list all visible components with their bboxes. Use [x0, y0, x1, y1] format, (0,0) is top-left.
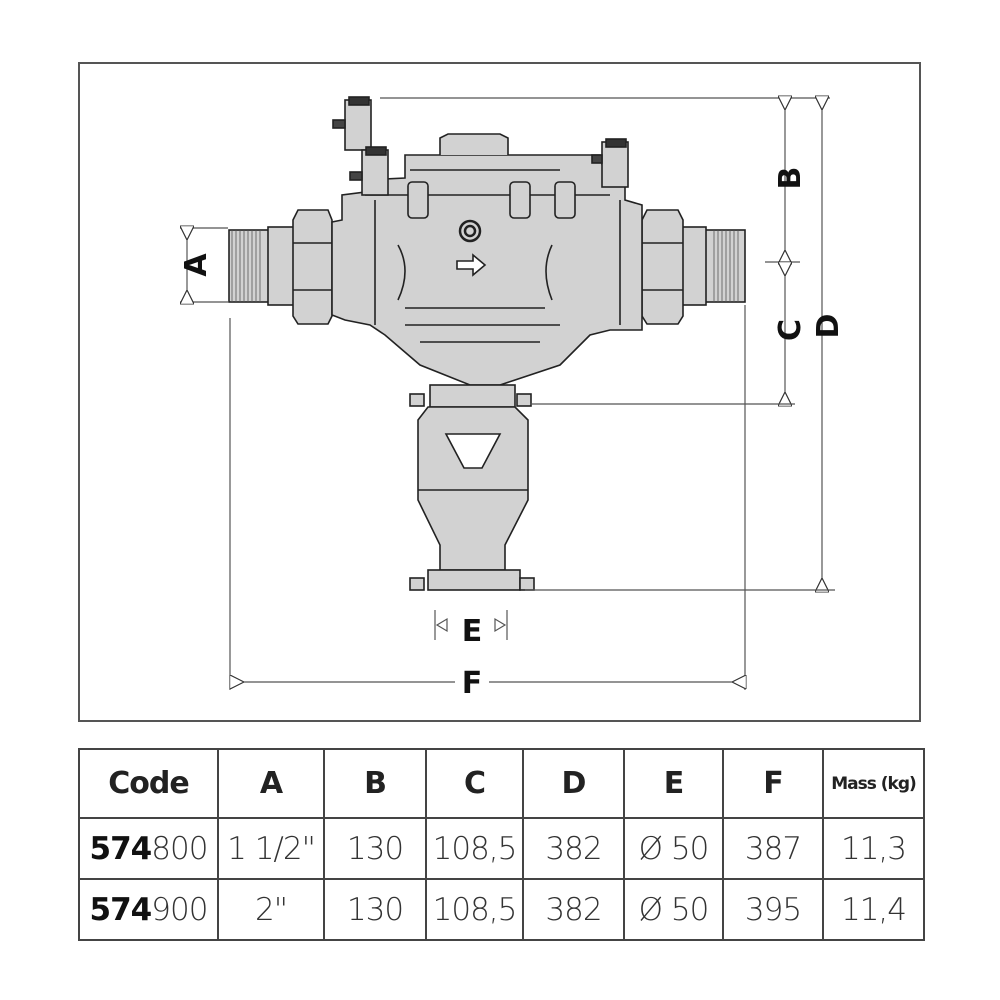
- right-thread: [704, 229, 746, 303]
- dim-label-e: E: [462, 614, 483, 649]
- code-suffix: 800: [151, 830, 208, 867]
- header-mass: Mass (kg): [822, 748, 925, 819]
- left-union-nut: [292, 209, 333, 325]
- test-cock-2: [349, 146, 389, 196]
- dim-label-f: F: [462, 666, 483, 701]
- cell-code: 574800: [78, 817, 219, 880]
- cell-f: 387: [722, 817, 824, 880]
- cell-mass: 11,4: [822, 878, 925, 941]
- cell-f: 395: [722, 878, 824, 941]
- cell-c: 108,5: [425, 878, 524, 941]
- cell-e: Ø 50: [623, 878, 724, 941]
- header-e: E: [623, 748, 724, 819]
- header-d: D: [522, 748, 625, 819]
- cell-a: 2": [217, 878, 325, 941]
- header-code: Code: [78, 748, 219, 819]
- cell-d: 382: [522, 817, 625, 880]
- dimensions-table: Code A B C D E F Mass (kg) 574800 1 1/2"…: [78, 748, 925, 941]
- header-f: F: [722, 748, 824, 819]
- valve-body: [228, 96, 746, 591]
- cell-mass: 11,3: [822, 817, 925, 880]
- test-cock-3: [591, 138, 629, 188]
- valve-technical-drawing: A B C D E F: [179, 0, 846, 701]
- dimension-lines: [180, 98, 835, 690]
- caleffi-logo: [458, 219, 482, 243]
- code-prefix: 574: [89, 830, 153, 867]
- dim-label-c: C: [773, 319, 808, 341]
- cell-c: 108,5: [425, 817, 524, 880]
- dim-label-a: A: [179, 253, 214, 277]
- header-a: A: [217, 748, 325, 819]
- cell-code: 574900: [78, 878, 219, 941]
- cell-e: Ø 50: [623, 817, 724, 880]
- left-thread: [228, 229, 270, 303]
- cell-d: 382: [522, 878, 625, 941]
- test-cock-1: [332, 96, 372, 151]
- cell-b: 130: [323, 817, 427, 880]
- dim-label-b: B: [773, 167, 808, 190]
- code-suffix: 900: [151, 891, 208, 928]
- dim-label-d: D: [811, 314, 846, 339]
- table-row: 574900 2" 130 108,5 382 Ø 50 395 11,4: [78, 878, 925, 941]
- cell-a: 1 1/2": [217, 817, 325, 880]
- cell-b: 130: [323, 878, 427, 941]
- air-gap-funnel: [417, 406, 529, 571]
- header-c: C: [425, 748, 524, 819]
- table-header-row: Code A B C D E F Mass (kg): [78, 748, 925, 819]
- header-b: B: [323, 748, 427, 819]
- code-prefix: 574: [89, 891, 153, 928]
- drawing-frame: [78, 62, 921, 722]
- right-union-nut: [641, 209, 684, 325]
- table-row: 574800 1 1/2" 130 108,5 382 Ø 50 387 11,…: [78, 817, 925, 880]
- flow-direction-arrow: [456, 253, 487, 277]
- outlet-neck: [429, 384, 516, 408]
